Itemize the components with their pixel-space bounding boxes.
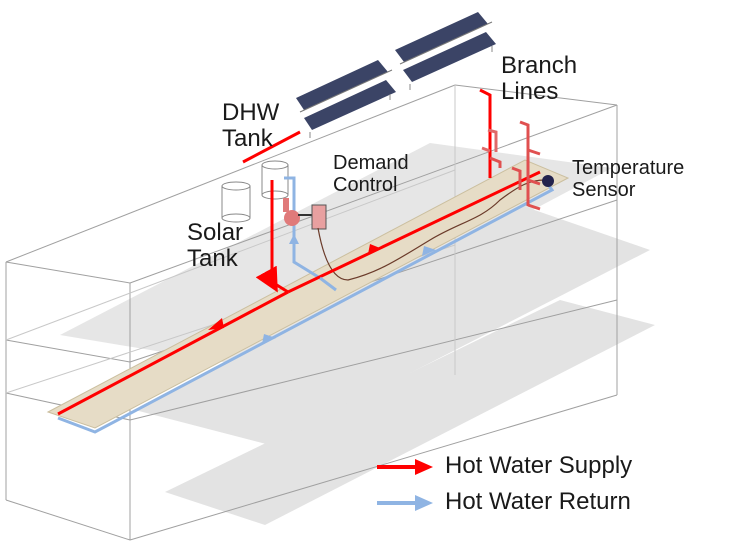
return-arrow-2 <box>422 246 436 256</box>
legend-label-return: Hot Water Return <box>445 488 631 515</box>
branch-lines-label-line2: Lines <box>501 77 559 105</box>
supply-arrow-icon <box>377 459 433 475</box>
solar-tank-label-line1: Solar <box>187 219 244 246</box>
return-arrow-icon <box>377 495 433 511</box>
solar-tank-label: Solar Tank <box>187 220 243 272</box>
supply-main <box>57 290 289 416</box>
demand-control-label-line1: Demand <box>333 152 409 174</box>
branch-lines-label-line1: Branch <box>501 52 578 79</box>
supply-arrow-1 <box>208 318 224 330</box>
supply-arrow-2 <box>368 244 380 254</box>
solar-tank-label-line2: Tank <box>187 244 238 272</box>
temperature-sensor-label: Temperature Sensor <box>572 157 685 201</box>
return-tie <box>319 276 337 292</box>
temperature-sensor-label-line1: Temperature <box>572 157 685 179</box>
supply-riser <box>255 180 289 294</box>
demand-control-label-line2: Control <box>333 173 398 196</box>
temperature-sensor-label-line2: Sensor <box>572 178 636 201</box>
corridor-floor <box>46 159 570 429</box>
dhw-tank <box>261 160 289 200</box>
solar-panels <box>296 12 496 138</box>
return-arrow-1 <box>262 334 276 344</box>
dhw-tank-label-line1: DHW <box>222 99 280 126</box>
demand-control-label: Demand Control <box>333 152 409 196</box>
collector-pipe <box>242 130 301 164</box>
sensor-wire <box>317 179 546 281</box>
supply-main-far <box>287 170 541 294</box>
temperature-sensor-dot <box>542 175 554 187</box>
dhw-tank-label: DHW Tank <box>222 100 279 152</box>
branch-lines <box>479 88 541 211</box>
demand-control-unit <box>283 198 327 230</box>
branch-lines-label: Branch Lines <box>501 53 577 105</box>
solar-tank <box>221 181 251 223</box>
legend-label-supply: Hot Water Supply <box>445 452 633 479</box>
dhw-tank-label-line2: Tank <box>222 124 273 152</box>
